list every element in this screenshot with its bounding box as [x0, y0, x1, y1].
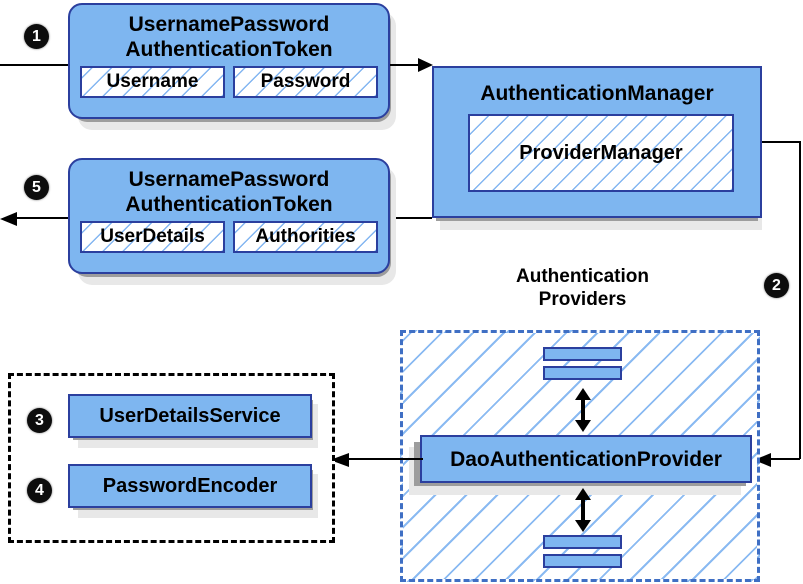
authentication-providers-caption: Authentication Providers [470, 265, 695, 311]
other-provider-stripe-3 [543, 535, 622, 549]
response-token-userdetails-field: UserDetails [80, 221, 225, 253]
request-token-password-label: Password [260, 71, 351, 92]
password-encoder-box[interactable]: PasswordEncoder [68, 464, 312, 508]
services-arrowhead [330, 453, 349, 467]
provider-to-services-line [348, 458, 423, 460]
dao-authentication-provider-label: DaoAuthenticationProvider [450, 447, 722, 471]
incoming-request-line [0, 64, 70, 66]
request-token-title-line2: AuthenticationToken [125, 38, 333, 61]
dao-authentication-provider-box[interactable]: DaoAuthenticationProvider [420, 435, 752, 483]
provider-arrowhead [754, 453, 771, 467]
provider-manager-label: ProviderManager [519, 142, 683, 164]
manager-to-provider-line-bottom [770, 458, 800, 460]
response-arrowhead [0, 212, 17, 226]
provider-link-arrow-bottom [575, 488, 591, 532]
request-token-title: UsernamePassword AuthenticationToken [70, 5, 388, 62]
provider-link-arrow-top [575, 388, 591, 432]
authentication-providers-caption-line2: Providers [538, 289, 627, 310]
token-to-manager-arrowhead [418, 58, 433, 72]
request-token-username-label: Username [106, 71, 199, 92]
other-provider-stripe-4 [543, 554, 622, 568]
authentication-manager-label: AuthenticationManager [480, 82, 714, 105]
step-badge-1: 1 [24, 24, 49, 49]
authentication-manager-box[interactable]: AuthenticationManager ProviderManager [432, 66, 762, 218]
step-badge-2: 2 [764, 273, 789, 298]
manager-to-provider-line-top [762, 141, 801, 143]
authentication-providers-caption-line1: Authentication [516, 266, 649, 287]
request-token-username-field: Username [80, 66, 225, 98]
response-token-userdetails-label: UserDetails [100, 226, 205, 247]
other-provider-stripe-2 [543, 366, 622, 380]
token-to-manager-line [390, 64, 420, 66]
other-provider-stripe-1 [543, 347, 622, 361]
user-details-service-box[interactable]: UserDetailsService [68, 394, 312, 438]
response-token-title-line1: UsernamePassword [128, 168, 330, 191]
request-token-password-field: Password [233, 66, 378, 98]
step-badge-3-label: 3 [35, 411, 44, 429]
response-token-authorities-field: Authorities [233, 221, 378, 253]
step-badge-5: 5 [24, 175, 49, 200]
step-badge-2-label: 2 [772, 276, 781, 294]
response-token-title-line2: AuthenticationToken [125, 193, 333, 216]
step-badge-5-label: 5 [32, 178, 41, 196]
password-encoder-label: PasswordEncoder [102, 475, 278, 497]
step-badge-1-label: 1 [32, 27, 41, 45]
step-badge-3: 3 [27, 408, 52, 433]
provider-manager-box: ProviderManager [468, 114, 734, 192]
response-token-card[interactable]: UsernamePassword AuthenticationToken Use… [68, 158, 390, 274]
request-token-title-line1: UsernamePassword [128, 13, 330, 36]
response-token-title: UsernamePassword AuthenticationToken [70, 160, 388, 217]
response-token-authorities-label: Authorities [255, 226, 356, 247]
user-details-service-label: UserDetailsService [99, 405, 281, 427]
request-token-card[interactable]: UsernamePassword AuthenticationToken Use… [68, 3, 390, 119]
step-badge-4: 4 [27, 478, 52, 503]
manager-to-provider-line-vertical [799, 141, 801, 459]
step-badge-4-label: 4 [35, 481, 44, 499]
